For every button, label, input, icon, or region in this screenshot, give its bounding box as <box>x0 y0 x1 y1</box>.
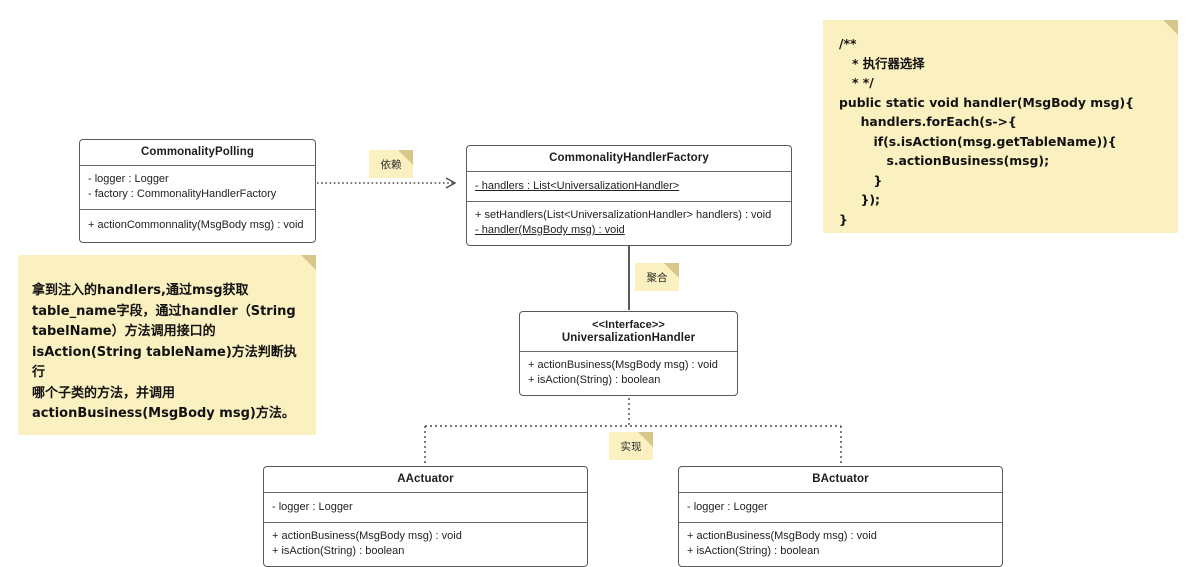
class-operation: + actionBusiness(MsgBody msg) : void <box>687 530 877 542</box>
class-operation: + isAction(String) : boolean <box>272 545 405 557</box>
label-realization-text: 实现 <box>620 440 642 453</box>
class-title: UniversalizationHandler <box>561 332 696 344</box>
class-separator <box>679 522 1002 523</box>
class-box-commonality-handler-factory[interactable]: CommonalityHandlerFactory - handlers : L… <box>466 145 792 246</box>
note-fold-corner-icon <box>664 263 679 278</box>
class-title: AActuator <box>397 473 454 485</box>
note-fold-corner-icon <box>398 150 413 165</box>
class-attribute: - logger : Logger <box>272 501 353 513</box>
class-operation: + isAction(String) : boolean <box>687 545 820 557</box>
class-title: CommonalityPolling <box>141 146 254 158</box>
class-operation-static: - handler(MsgBody msg) : void <box>475 224 625 236</box>
class-box-a-actuator[interactable]: AActuator - logger : Logger + actionBusi… <box>263 466 588 567</box>
note-explanation: 拿到注入的handlers,通过msg获取 table_name字段，通过han… <box>18 255 316 435</box>
class-operation: + isAction(String) : boolean <box>528 374 661 386</box>
class-separator <box>264 522 587 523</box>
label-aggregation-text: 聚合 <box>646 271 668 284</box>
class-box-universalization-handler[interactable]: <<Interface>> UniversalizationHandler + … <box>519 311 738 396</box>
class-operations: + setHandlers(List<UniversalizationHandl… <box>467 202 791 245</box>
class-attributes: - logger : Logger - factory : Commonalit… <box>80 166 315 209</box>
class-operations: + actionBusiness(MsgBody msg) : void + i… <box>264 523 587 566</box>
class-separator <box>467 171 791 172</box>
class-separator <box>80 209 315 210</box>
class-attribute: - logger : Logger <box>88 173 169 185</box>
class-operation: + actionBusiness(MsgBody msg) : void <box>272 530 462 542</box>
class-operation: + actionBusiness(MsgBody msg) : void <box>528 359 718 371</box>
class-separator <box>264 492 587 493</box>
class-operations: + actionCommonnality(MsgBody msg) : void <box>80 210 315 242</box>
class-operation: + actionCommonnality(MsgBody msg) : void <box>88 219 304 231</box>
class-attribute: - factory : CommonalityHandlerFactory <box>88 188 277 200</box>
class-attribute: - logger : Logger <box>687 501 768 513</box>
class-title: CommonalityHandlerFactory <box>549 152 709 164</box>
note-fold-corner-icon <box>638 432 653 447</box>
interface-stereotype: <<Interface>> <box>592 319 665 331</box>
class-operations: + actionBusiness(MsgBody msg) : void + i… <box>679 523 1002 566</box>
class-operation: + setHandlers(List<UniversalizationHandl… <box>475 209 772 221</box>
class-attributes: - logger : Logger <box>264 493 587 522</box>
note-code-snippet: /** * 执行器选择 * */ public static void hand… <box>823 20 1178 233</box>
class-title: BActuator <box>812 473 869 485</box>
class-attributes: - logger : Logger <box>679 493 1002 522</box>
note-code-text: /** * 执行器选择 * */ public static void hand… <box>839 36 1134 227</box>
interface-title-block: <<Interface>> UniversalizationHandler <box>520 312 737 351</box>
note-explanation-text: 拿到注入的handlers,通过msg获取 table_name字段，通过han… <box>32 283 297 421</box>
label-dependency-text: 依赖 <box>380 158 402 171</box>
label-realization: 实现 <box>609 432 653 460</box>
class-attributes: - handlers : List<UniversalizationHandle… <box>467 172 791 201</box>
class-separator <box>520 351 737 352</box>
note-fold-corner-icon <box>301 255 316 270</box>
class-operations: + actionBusiness(MsgBody msg) : void + i… <box>520 352 737 395</box>
label-aggregation: 聚合 <box>635 263 679 291</box>
label-dependency: 依赖 <box>369 150 413 178</box>
class-attribute-static: - handlers : List<UniversalizationHandle… <box>475 180 680 192</box>
class-separator <box>679 492 1002 493</box>
class-separator <box>467 201 791 202</box>
class-box-b-actuator[interactable]: BActuator - logger : Logger + actionBusi… <box>678 466 1003 567</box>
note-fold-corner-icon <box>1163 20 1178 35</box>
class-box-commonality-polling[interactable]: CommonalityPolling - logger : Logger - f… <box>79 139 316 243</box>
class-separator <box>80 165 315 166</box>
